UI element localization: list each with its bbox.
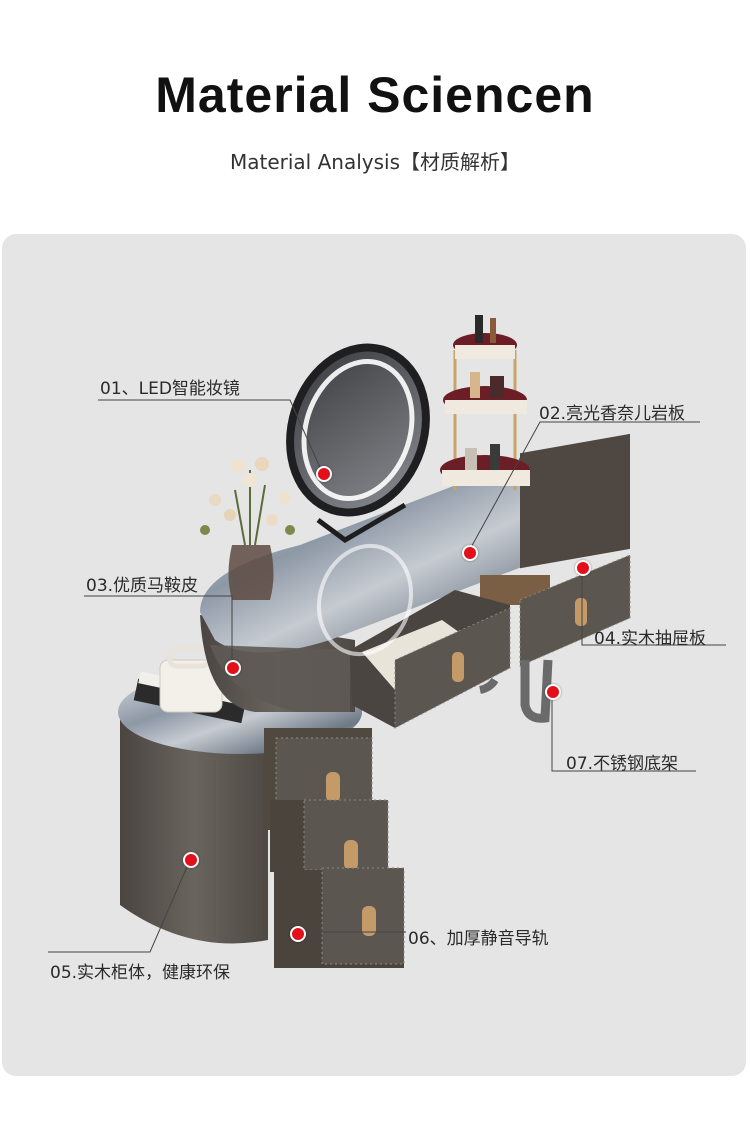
page-title: Material Sciencen	[155, 67, 595, 123]
callout-lines	[48, 399, 726, 953]
callout-saddle-leather: 03.优质马鞍皮	[86, 576, 199, 596]
callout-silent-rail: 06、加厚静音导轨	[408, 929, 549, 949]
callout-steel-base: 07.不锈钢底架	[566, 754, 679, 774]
marker-steel-base	[545, 684, 561, 700]
marker-saddle-leather	[225, 660, 241, 676]
cosmetic-organizer	[440, 315, 530, 490]
marker-silent-rail	[290, 926, 306, 942]
drawer-stack	[264, 728, 405, 968]
callout-drawer-board: 04.实木抽屉板	[594, 629, 707, 649]
marker-led-mirror	[316, 466, 332, 482]
marker-cabinet-body	[183, 852, 199, 868]
callout-led-mirror: 01、LED智能妆镜	[100, 379, 240, 399]
callout-cabinet-body: 05.实木柜体，健康环保	[50, 963, 231, 983]
marker-rock-slab	[462, 545, 478, 561]
callout-rock-slab: 02.亮光香奈儿岩板	[539, 404, 686, 424]
flower-vase	[200, 457, 295, 600]
page-subtitle: Material Analysis【材质解析】	[229, 150, 520, 174]
marker-drawer-board	[575, 560, 591, 576]
round-cabinet	[118, 645, 362, 944]
